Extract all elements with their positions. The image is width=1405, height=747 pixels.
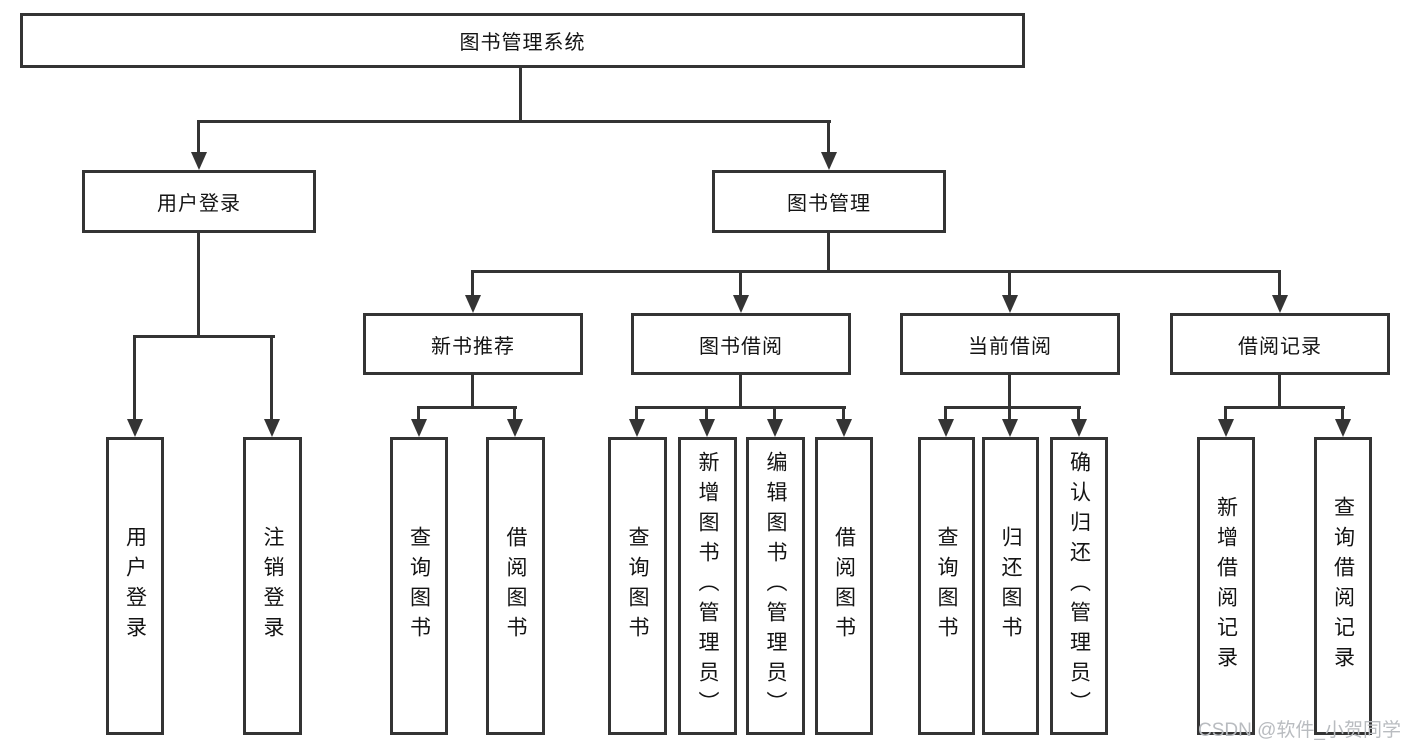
arrowhead-down-icon <box>836 419 852 437</box>
connector-line <box>1008 270 1011 295</box>
connector-line <box>417 406 420 419</box>
node-label: 借阅记录 <box>1238 335 1322 358</box>
connector-line <box>471 270 474 295</box>
leaf-add-borrow-record: 新增借阅记录 <box>1197 437 1255 735</box>
arrowhead-down-icon <box>191 152 207 170</box>
connector-line <box>842 406 845 419</box>
arrowhead-down-icon <box>465 295 481 313</box>
leaf-label: 借阅图书 <box>832 526 856 646</box>
leaf-label: 新增借阅记录 <box>1214 496 1238 676</box>
connector-line <box>635 406 638 419</box>
connector-line <box>1077 406 1080 419</box>
connector-line <box>944 406 1081 409</box>
connector-line <box>1224 406 1345 409</box>
connector-line <box>635 406 846 409</box>
leaf-query-borrow-record: 查询借阅记录 <box>1314 437 1372 735</box>
leaf-edit-book-admin: 编辑图书（管理员） <box>746 437 805 735</box>
leaf-label: 查询图书 <box>626 526 649 646</box>
node-book-management: 图书管理 <box>712 170 946 233</box>
connector-line <box>270 335 273 419</box>
leaf-label: 新增图书（管理员） <box>696 451 719 721</box>
leaf-user-login: 用户登录 <box>106 437 164 735</box>
connector-line <box>134 335 275 338</box>
arrowhead-down-icon <box>1002 419 1018 437</box>
node-library-management-system: 图书管理系统 <box>20 13 1025 68</box>
leaf-label: 确认归还（管理员） <box>1067 451 1091 721</box>
node-label: 图书管理系统 <box>459 32 586 54</box>
arrowhead-down-icon <box>264 419 280 437</box>
node-new-book-recommendation: 新书推荐 <box>363 313 583 375</box>
node-current-borrowing: 当前借阅 <box>900 313 1120 375</box>
connector-line <box>773 406 776 419</box>
node-label: 当前借阅 <box>968 335 1052 358</box>
node-label: 图书管理 <box>787 193 871 215</box>
watermark: CSDN @软件_小贺同学 <box>1198 720 1401 741</box>
leaf-label: 归还图书 <box>999 526 1022 646</box>
connector-line <box>198 120 831 123</box>
leaf-label: 查询图书 <box>935 526 958 646</box>
connector-line <box>739 270 742 295</box>
leaf-label: 查询借阅记录 <box>1331 496 1355 676</box>
connector-line <box>133 335 136 419</box>
leaf-label: 借阅图书 <box>504 526 527 646</box>
arrowhead-down-icon <box>699 419 715 437</box>
leaf-label: 注销登录 <box>261 526 284 646</box>
arrowhead-down-icon <box>1218 419 1234 437</box>
leaf-label: 查询图书 <box>407 526 431 646</box>
arrowhead-down-icon <box>938 419 954 437</box>
connector-line <box>1008 406 1011 419</box>
connector-line <box>1341 406 1344 419</box>
leaf-borrow-books: 借阅图书 <box>815 437 873 735</box>
connector-line <box>513 406 516 419</box>
leaf-logout: 注销登录 <box>243 437 302 735</box>
arrowhead-down-icon <box>1272 295 1288 313</box>
connector-line <box>1278 270 1281 295</box>
connector-line <box>519 68 522 120</box>
arrowhead-down-icon <box>733 295 749 313</box>
arrowhead-down-icon <box>1335 419 1351 437</box>
arrowhead-down-icon <box>1071 419 1087 437</box>
node-user-login: 用户登录 <box>82 170 316 233</box>
connector-line <box>471 375 474 406</box>
connector-line <box>1278 375 1281 406</box>
leaf-return-book: 归还图书 <box>982 437 1039 735</box>
arrowhead-down-icon <box>821 152 837 170</box>
node-label: 新书推荐 <box>431 335 515 358</box>
connector-line <box>417 406 517 409</box>
leaf-borrow-books-recommend: 借阅图书 <box>486 437 545 735</box>
connector-line <box>827 120 830 152</box>
connector-line <box>197 120 200 152</box>
arrowhead-down-icon <box>629 419 645 437</box>
connector-line <box>944 406 947 419</box>
connector-line <box>1008 375 1011 406</box>
leaf-query-books-current: 查询图书 <box>918 437 975 735</box>
leaf-add-book-admin: 新增图书（管理员） <box>678 437 737 735</box>
node-borrowing-records: 借阅记录 <box>1170 313 1390 375</box>
node-label: 用户登录 <box>157 193 241 215</box>
leaf-label: 编辑图书（管理员） <box>764 451 787 721</box>
connector-line <box>197 233 200 335</box>
leaf-label: 用户登录 <box>123 526 147 646</box>
node-label: 图书借阅 <box>699 335 783 358</box>
arrowhead-down-icon <box>411 419 427 437</box>
arrowhead-down-icon <box>507 419 523 437</box>
leaf-confirm-return-admin: 确认归还（管理员） <box>1050 437 1108 735</box>
connector-line <box>827 233 830 270</box>
connector-line <box>1224 406 1227 419</box>
connector-line <box>705 406 708 419</box>
arrowhead-down-icon <box>1002 295 1018 313</box>
connector-line <box>739 375 742 406</box>
arrowhead-down-icon <box>767 419 783 437</box>
connector-line <box>471 270 1281 273</box>
leaf-query-books-borrow: 查询图书 <box>608 437 667 735</box>
leaf-query-books-recommend: 查询图书 <box>390 437 448 735</box>
arrowhead-down-icon <box>127 419 143 437</box>
node-book-borrowing: 图书借阅 <box>631 313 851 375</box>
